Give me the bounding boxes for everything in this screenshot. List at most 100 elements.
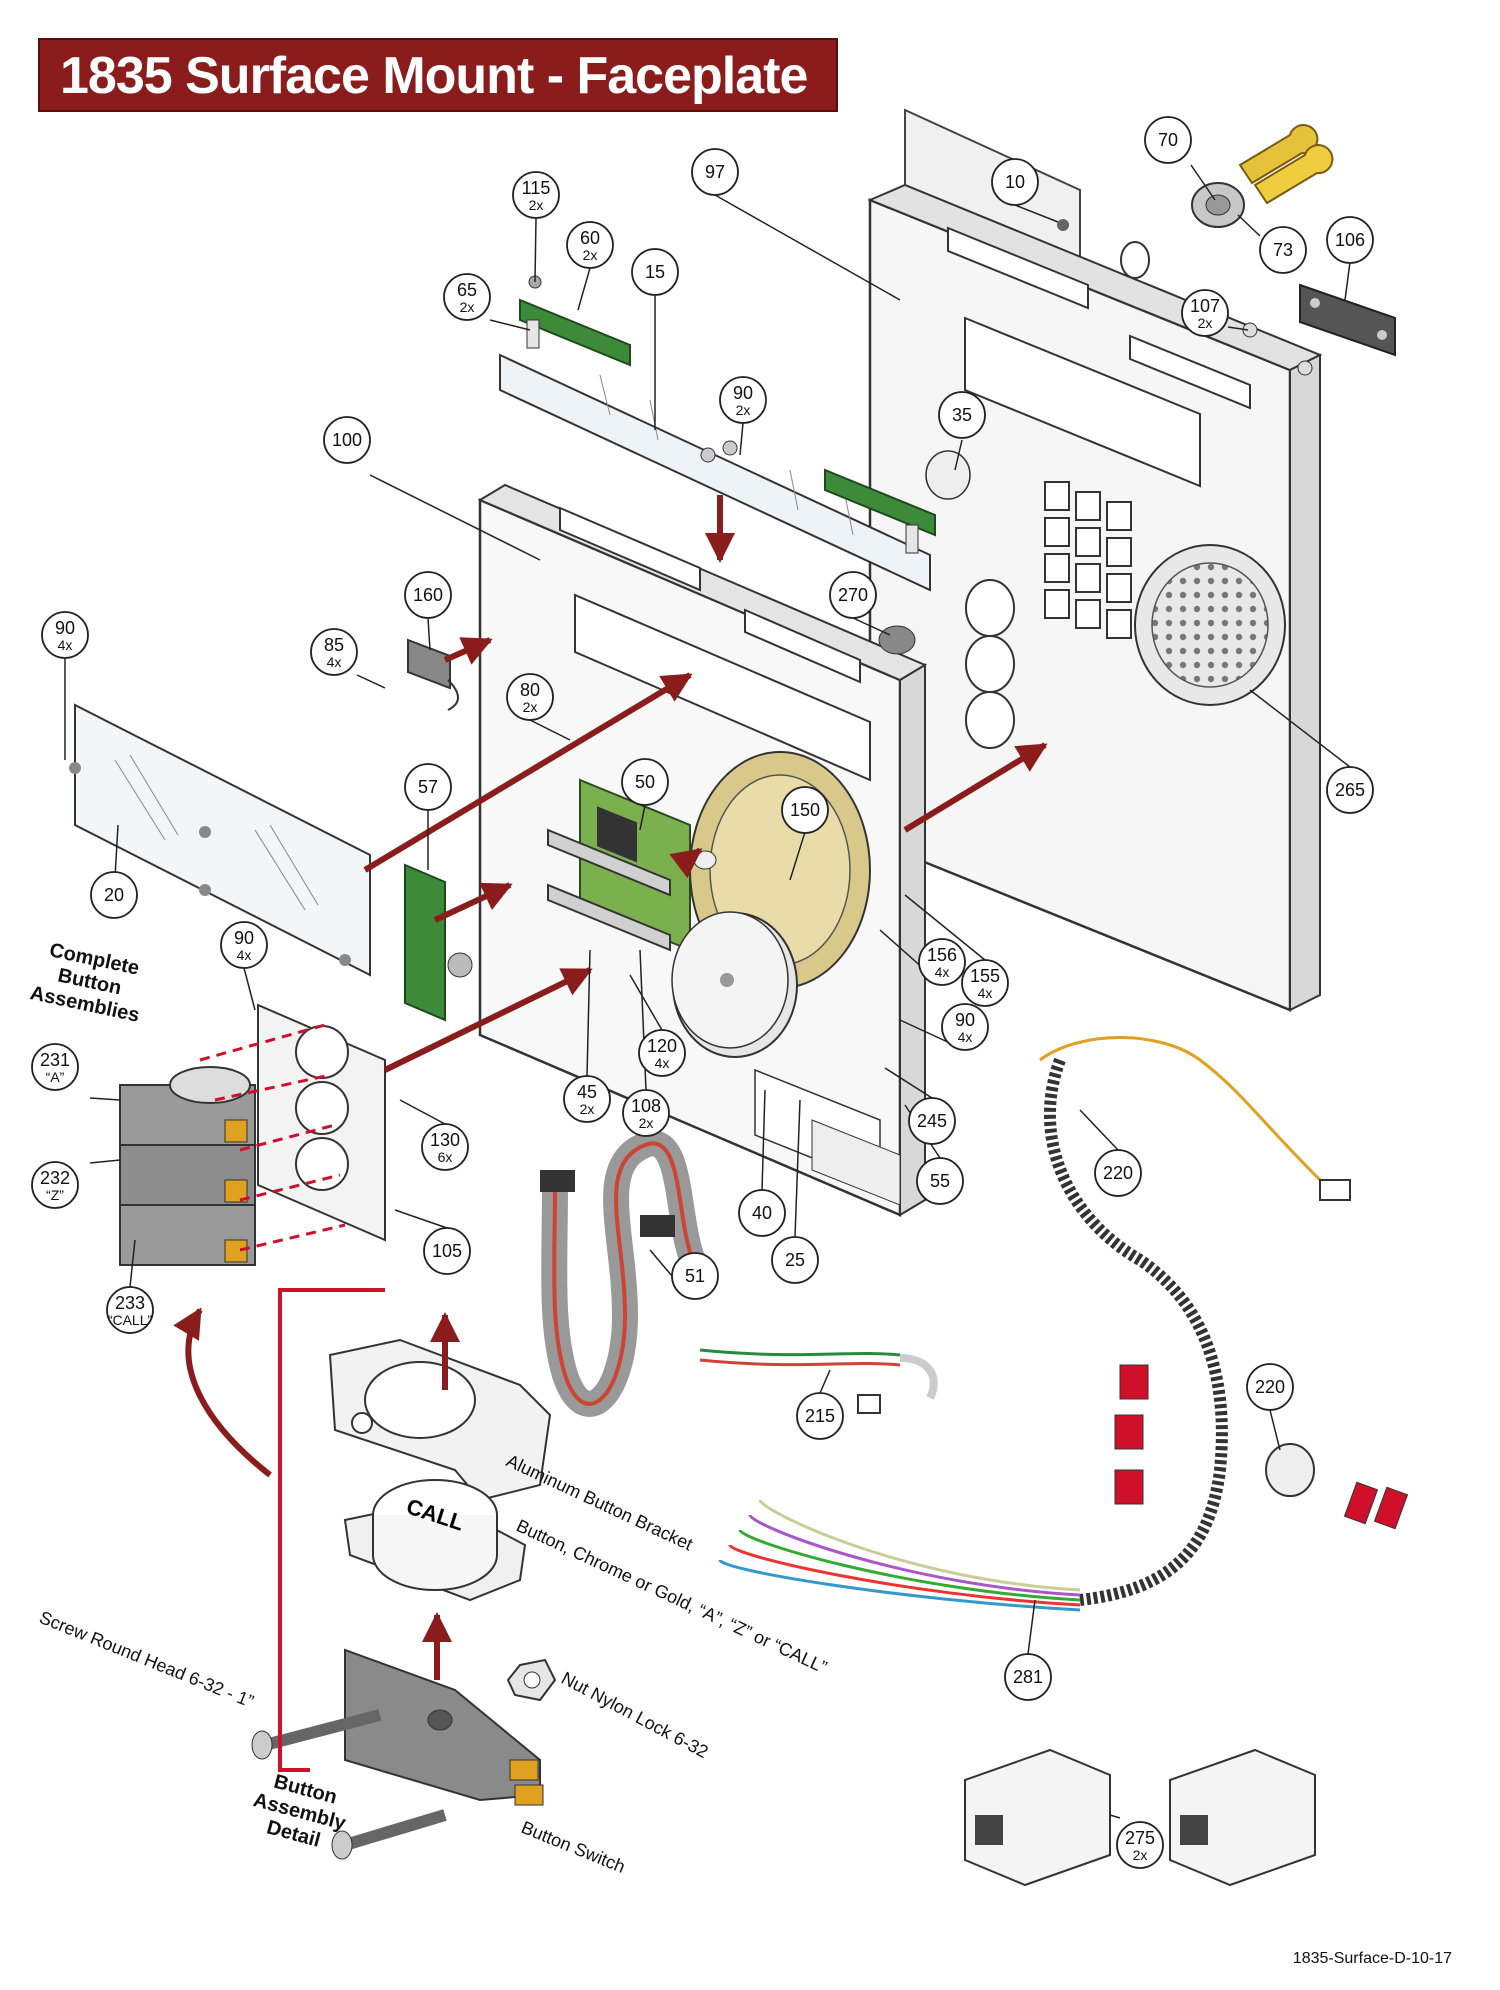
callout-number: 245 [917, 1111, 947, 1131]
callout-number: 155 [970, 966, 1000, 986]
callout-circle [671, 1252, 719, 1300]
callout-circle [719, 376, 767, 424]
callout-quantity: 4x [327, 654, 342, 670]
back-housing [867, 108, 1323, 1012]
callout-circle [106, 1286, 154, 1334]
complete-button-assemblies-heading: Complete Button Assemblies [28, 939, 141, 1027]
switch-pcb [404, 863, 473, 1022]
callout-number: 115 [522, 178, 551, 198]
screw-label: Screw Round Head 6-32 - 1” [37, 1607, 257, 1711]
callout-220: 220 [1094, 1149, 1142, 1197]
callout-265: 265 [1326, 766, 1374, 814]
callout-quantity: 6x [438, 1149, 453, 1165]
callout-circle [691, 148, 739, 196]
page-title: 1835 Surface Mount - Faceplate [60, 47, 808, 105]
callout-circle [1094, 1149, 1142, 1197]
callout-number: 80 [520, 680, 540, 700]
callout-circle [506, 673, 554, 721]
callout-number: 106 [1335, 230, 1365, 250]
callout-quantity: 4x [978, 985, 993, 1001]
callout-quantity: 2x [1133, 1847, 1148, 1863]
callout-281: 281 [1004, 1653, 1052, 1701]
callout-20: 20 [90, 871, 138, 919]
lock-plate [1299, 283, 1396, 357]
wire-harness [718, 1036, 1409, 1612]
callout-232: 232“Z” [31, 1161, 79, 1209]
callout-circle [404, 763, 452, 811]
callout-circle [961, 959, 1009, 1007]
callout-number: 90 [234, 928, 254, 948]
nut-label: Nut Nylon Lock 6-32 [558, 1668, 711, 1762]
callout-220: 220 [1246, 1363, 1294, 1411]
callout-circle [421, 1123, 469, 1171]
callout-number: 107 [1190, 296, 1220, 316]
button-plate [257, 1003, 386, 1242]
callout-circle [41, 611, 89, 659]
callout-quantity: “Z” [46, 1187, 64, 1203]
callout-number: 215 [805, 1406, 835, 1426]
callout-quantity: 4x [237, 947, 252, 963]
callout-circle [90, 871, 138, 919]
callout-circle [941, 1003, 989, 1051]
callout-number: 90 [55, 618, 75, 638]
button-detail-illustration: CALL [251, 1288, 557, 1860]
callout-quantity: 4x [58, 637, 73, 653]
callout-270: 270 [829, 571, 877, 619]
callout-number: 85 [324, 635, 344, 655]
callout-number: 220 [1103, 1163, 1133, 1183]
callout-circle [1181, 289, 1229, 337]
callout-quantity: “CALL” [108, 1312, 153, 1328]
callout-73: 73 [1259, 226, 1307, 274]
callout-quantity: 2x [1198, 315, 1213, 331]
callout-215: 215 [796, 1392, 844, 1440]
callout-100: 100 [323, 416, 371, 464]
callout-quantity: 2x [639, 1115, 654, 1131]
callout-circle [1259, 226, 1307, 274]
callout-circle [31, 1043, 79, 1091]
button-assemblies-stack [119, 1066, 256, 1266]
callout-circle [443, 273, 491, 321]
callout-number: 108 [631, 1096, 661, 1116]
callout-circle [31, 1161, 79, 1209]
callout-number: 160 [413, 585, 443, 605]
assembly-arrows [173, 495, 1048, 1680]
tamper-switch [407, 638, 459, 711]
callout-number: 265 [1335, 780, 1365, 800]
callout-number: 100 [332, 430, 362, 450]
callout-number: 40 [752, 1203, 772, 1223]
callout-quantity: 2x [529, 197, 544, 213]
callout-40: 40 [738, 1189, 786, 1237]
callout-50: 50 [621, 758, 669, 806]
callout-15: 15 [631, 248, 679, 296]
speaker-grille [1134, 544, 1286, 706]
callout-circle [566, 221, 614, 269]
callout-circle [796, 1392, 844, 1440]
phone-cable [699, 1348, 938, 1414]
switch-label: Button Switch [519, 1817, 629, 1877]
callout-circle [563, 1075, 611, 1123]
callout-circle [916, 1157, 964, 1205]
keypad-window [1044, 481, 1132, 639]
callout-number: 120 [647, 1036, 677, 1056]
callout-number: 275 [1125, 1828, 1155, 1848]
ribbon-cable [540, 1130, 707, 1417]
callout-circle [220, 921, 268, 969]
callout-number: 270 [838, 585, 868, 605]
callout-number: 156 [927, 945, 957, 965]
callout-number: 51 [685, 1266, 705, 1286]
